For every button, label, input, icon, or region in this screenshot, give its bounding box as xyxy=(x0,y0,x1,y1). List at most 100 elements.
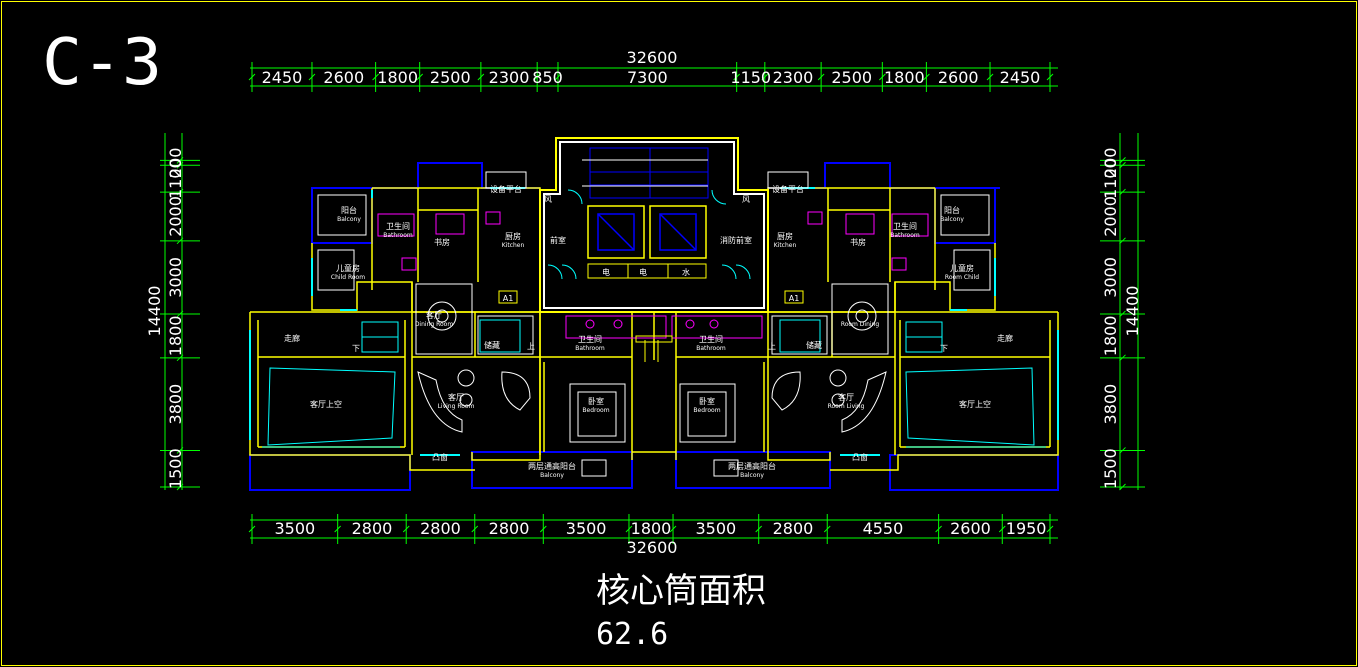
label-storage-left: 储藏 xyxy=(484,340,500,350)
left-segment-2: 1800 xyxy=(166,316,185,357)
bottom-segment-7: 2800 xyxy=(773,519,814,538)
top-segment-10: 1800 xyxy=(884,68,925,87)
label-dbal-left-en: Balcony xyxy=(540,472,564,479)
label-down-left: 下 xyxy=(352,344,360,353)
right-segment-0: 1500 xyxy=(1101,448,1120,489)
label-living-left-en: Living Room xyxy=(438,403,475,410)
a1-tag-right xyxy=(784,290,804,304)
label-bath-left-en: Bathroom xyxy=(383,232,413,239)
label-bath2-right-en: Bathroom xyxy=(696,345,726,352)
top-segment-1: 2600 xyxy=(323,68,364,87)
label-elec-2: 电 xyxy=(639,267,647,277)
label-corridor-left: 走廊 xyxy=(284,333,300,343)
top-segment-9: 2500 xyxy=(831,68,872,87)
bottom-total-dimension: 32600 xyxy=(627,538,678,557)
label-child-right-en: Room Child xyxy=(945,274,979,281)
core-area-caption: 核心筒面积 xyxy=(596,571,766,611)
label-dining-left: 客厅 xyxy=(426,310,442,320)
label-stair-hall: 前室 xyxy=(550,235,566,245)
right-segment-5: 1100 xyxy=(1101,158,1120,199)
label-bay-left: 凸窗 xyxy=(432,452,448,462)
label-bath-left: 卫生间 xyxy=(386,221,410,231)
label-living-right: 客厅 xyxy=(838,392,854,402)
label-child-left: 儿童房 xyxy=(336,263,360,273)
top-segment-12: 2450 xyxy=(1000,68,1041,87)
left-segment-5: 1100 xyxy=(166,158,185,199)
label-equip-left: 设备平台 xyxy=(490,184,522,194)
bottom-segment-10: 1950 xyxy=(1006,519,1047,538)
top-segment-0: 2450 xyxy=(262,68,303,87)
left-unit-walls xyxy=(249,187,676,471)
label-up-left: 上 xyxy=(527,342,535,351)
label-equip-right: 设备平台 xyxy=(772,184,804,194)
label-kitchen-left: 厨房 xyxy=(505,231,521,241)
bottom-dimension-chain xyxy=(248,514,1058,544)
top-segment-8: 2300 xyxy=(773,68,814,87)
top-segment-7: 1150 xyxy=(730,68,771,87)
core-area-value: 62.6 xyxy=(596,617,668,652)
top-dimension-chain xyxy=(248,62,1058,92)
top-segment-11: 2600 xyxy=(938,68,979,87)
core-tube xyxy=(539,137,769,313)
bottom-segment-4: 3500 xyxy=(566,519,607,538)
furniture xyxy=(377,211,929,339)
right-total-dimension: 14400 xyxy=(1123,286,1142,337)
top-segment-5: 850 xyxy=(532,68,563,87)
label-up-right: 上 xyxy=(768,342,776,351)
room-labels: 前室 消防前室 风 风 电 电 水 设备平台 设备平台 阳台 Balcony 阳… xyxy=(284,184,1013,479)
right-segment-2: 1800 xyxy=(1101,316,1120,357)
label-storage-right: 储藏 xyxy=(806,340,822,350)
label-elec-1: 电 xyxy=(602,267,610,277)
label-void-right: 客厅上空 xyxy=(959,399,991,409)
label-bath2-left: 卫生间 xyxy=(578,334,602,344)
label-down-right: 下 xyxy=(940,344,948,353)
label-bath2-right: 卫生间 xyxy=(699,334,723,344)
bottom-segment-0: 3500 xyxy=(274,519,315,538)
label-dining-right-en: Room Dining xyxy=(841,321,880,328)
label-bath2-left-en: Bathroom xyxy=(575,345,605,352)
label-study-left: 书房 xyxy=(434,237,450,247)
label-kitchen-right: 厨房 xyxy=(777,231,793,241)
right-segment-3: 3000 xyxy=(1101,257,1120,298)
right-segment-1: 3800 xyxy=(1101,384,1120,425)
label-study-right: 书房 xyxy=(850,237,866,247)
label-a1-right: A1 xyxy=(789,294,800,303)
label-bed-right: 卧室 xyxy=(699,396,715,406)
left-dimension-chain xyxy=(160,133,200,491)
label-child-right: 儿童房 xyxy=(950,263,974,273)
left-segment-6: 200 xyxy=(166,148,185,179)
label-bay-right: 凸窗 xyxy=(852,452,868,462)
bottom-segment-6: 3500 xyxy=(696,519,737,538)
left-total-dimension: 14400 xyxy=(145,286,164,337)
label-balcony-right: 阳台 xyxy=(944,205,960,215)
label-living-left: 客厅 xyxy=(448,392,464,402)
living-voids xyxy=(262,367,1046,448)
top-segment-2: 1800 xyxy=(377,68,418,87)
label-kitchen-left-en: Kitchen xyxy=(502,242,525,249)
bottom-segment-2: 2800 xyxy=(420,519,461,538)
top-segment-6: 7300 xyxy=(627,68,668,87)
top-total-dimension: 32600 xyxy=(627,48,678,67)
label-corridor-right: 走廊 xyxy=(997,333,1013,343)
label-balcony-left: 阳台 xyxy=(341,205,357,215)
label-kitchen-right-en: Kitchen xyxy=(774,242,797,249)
label-dbal-right-en: Balcony xyxy=(740,472,764,479)
right-segment-4: 2000 xyxy=(1101,196,1120,237)
top-segment-4: 2300 xyxy=(489,68,530,87)
unit-stairs xyxy=(361,319,943,353)
label-balcony-left-en: Balcony xyxy=(337,216,361,223)
bottom-segment-1: 2800 xyxy=(352,519,393,538)
right-dimension-chain xyxy=(1100,133,1145,491)
bottom-segment-9: 2600 xyxy=(950,519,991,538)
left-segment-1: 3800 xyxy=(166,384,185,425)
label-child-left-en: Child Room xyxy=(331,274,365,281)
bottom-segment-5: 1800 xyxy=(631,519,672,538)
label-dbal-right: 两层通高阳台 xyxy=(728,461,776,471)
label-balcony-right-en: Balcony xyxy=(940,216,964,223)
bottom-segment-3: 2800 xyxy=(489,519,530,538)
